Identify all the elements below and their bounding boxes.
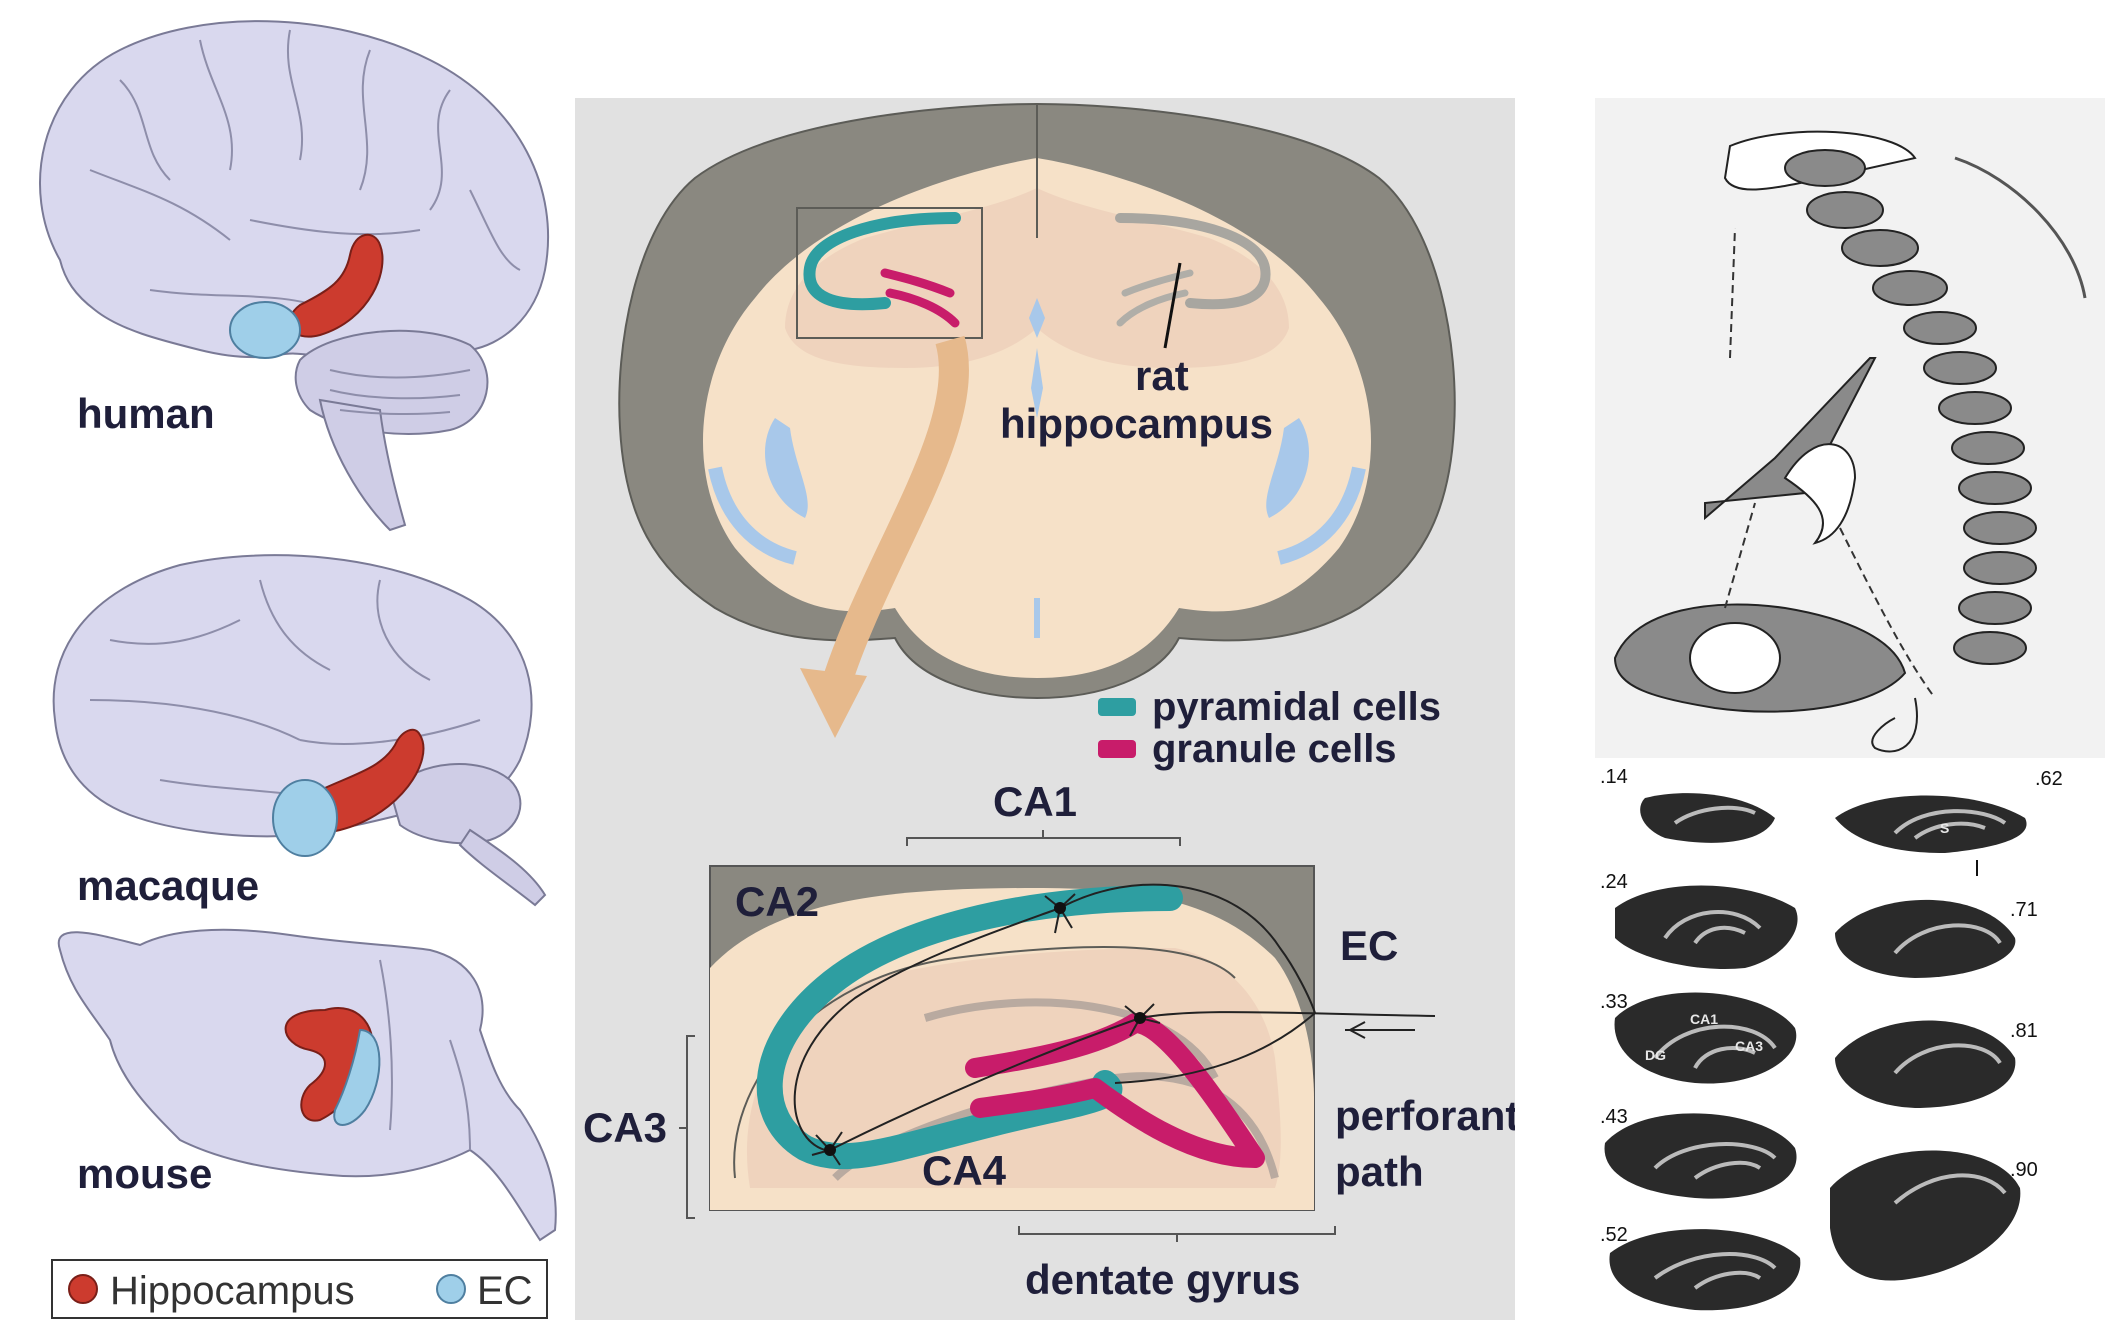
species-brains-panel: human macaque mouse Hippocampus EC bbox=[39, 20, 557, 1319]
slice-90 bbox=[1830, 1150, 2021, 1281]
slice-hippocampal-traces bbox=[1653, 805, 2007, 1290]
slice-schematic bbox=[1595, 98, 2105, 758]
slice-14 bbox=[1640, 793, 1775, 843]
serial-sections-panel: .14 .24 .33 .43 .52 .62 .71 .81 .90 S CA… bbox=[1595, 98, 2105, 1311]
coronal-section bbox=[618, 102, 1456, 700]
slice-24 bbox=[1615, 885, 1798, 969]
slice-43 bbox=[1604, 1113, 1797, 1199]
legend-hippocampus-label: Hippocampus bbox=[110, 1269, 355, 1313]
slice-label-62: .62 bbox=[2035, 768, 2063, 790]
inset-box bbox=[796, 207, 983, 339]
slice-81 bbox=[1835, 1020, 2016, 1108]
hippocampus-legend-swatch bbox=[68, 1274, 98, 1304]
legend-ec-label: EC bbox=[477, 1269, 533, 1313]
ec-legend-swatch bbox=[436, 1274, 466, 1304]
legend-pyramidal-label: pyramidal cells bbox=[1152, 685, 1441, 729]
slice-label-71: .71 bbox=[2010, 899, 2038, 921]
rat-label-line2: hippocampus bbox=[1000, 400, 1273, 447]
hippocampus-detail-diagram bbox=[709, 865, 1436, 1211]
pyramidal-legend-swatch bbox=[1098, 698, 1136, 716]
slice-labels: .14 .24 .33 .43 .52 .62 .71 .81 .90 bbox=[1600, 766, 2063, 1246]
slice-label-14: .14 bbox=[1600, 766, 1628, 788]
slice-33 bbox=[1614, 992, 1797, 1084]
pyramidal-layer bbox=[756, 885, 1183, 1170]
slice-sublabels: S CA1 CA3 DG bbox=[1645, 820, 1949, 1063]
species-legend: Hippocampus EC bbox=[51, 1259, 548, 1319]
rat-hippocampus-panel: rat hippocampus pyramidal cells granule … bbox=[575, 98, 1515, 1320]
brain-slice-grid bbox=[1604, 793, 2027, 1311]
zoom-arrow bbox=[820, 335, 969, 693]
slice-52 bbox=[1609, 1229, 1801, 1311]
slice-label-90: .90 bbox=[2010, 1159, 2038, 1181]
region-label-ec: EC bbox=[1340, 922, 1398, 969]
slice-label-33: .33 bbox=[1600, 991, 1628, 1013]
legend-granule-label: granule cells bbox=[1152, 727, 1397, 771]
region-label-ca3: CA3 bbox=[583, 1104, 667, 1151]
cell-legend: pyramidal cells granule cells bbox=[1098, 685, 1441, 771]
region-label-path: path bbox=[1335, 1148, 1424, 1195]
mouse-brain-illustration bbox=[57, 928, 557, 1242]
species-label-human: human bbox=[77, 390, 215, 437]
region-label-ca4: CA4 bbox=[922, 1147, 1007, 1194]
sublabel-dg: DG bbox=[1645, 1047, 1666, 1063]
coronal-pyramidal-layer bbox=[803, 212, 961, 311]
slice-label-24: .24 bbox=[1600, 871, 1628, 893]
sublabel-ca3: CA3 bbox=[1735, 1038, 1763, 1054]
rat-label-line1: rat bbox=[1135, 352, 1189, 399]
human-brain-illustration bbox=[39, 20, 550, 532]
slice-label-43: .43 bbox=[1600, 1106, 1628, 1128]
sublabel-ca1: CA1 bbox=[1690, 1011, 1718, 1027]
slice-62 bbox=[1835, 795, 2027, 853]
sublabel-s: S bbox=[1940, 820, 1949, 836]
region-label-ca1: CA1 bbox=[993, 778, 1077, 825]
granule-legend-swatch bbox=[1098, 740, 1136, 758]
coronal-granule-layer bbox=[880, 268, 960, 328]
granule-layer bbox=[965, 1013, 1265, 1168]
neuron-traces bbox=[793, 883, 1436, 1166]
region-label-ca2: CA2 bbox=[735, 878, 819, 925]
region-label-perforant: perforant bbox=[1335, 1092, 1515, 1139]
slice-label-52: .52 bbox=[1600, 1224, 1628, 1246]
macaque-brain-illustration bbox=[52, 554, 547, 907]
slice-label-81: .81 bbox=[2010, 1020, 2038, 1042]
species-label-mouse: mouse bbox=[77, 1150, 212, 1197]
species-label-macaque: macaque bbox=[77, 862, 259, 909]
region-label-dentate-gyrus: dentate gyrus bbox=[1025, 1256, 1300, 1303]
slice-71 bbox=[1835, 899, 2016, 978]
